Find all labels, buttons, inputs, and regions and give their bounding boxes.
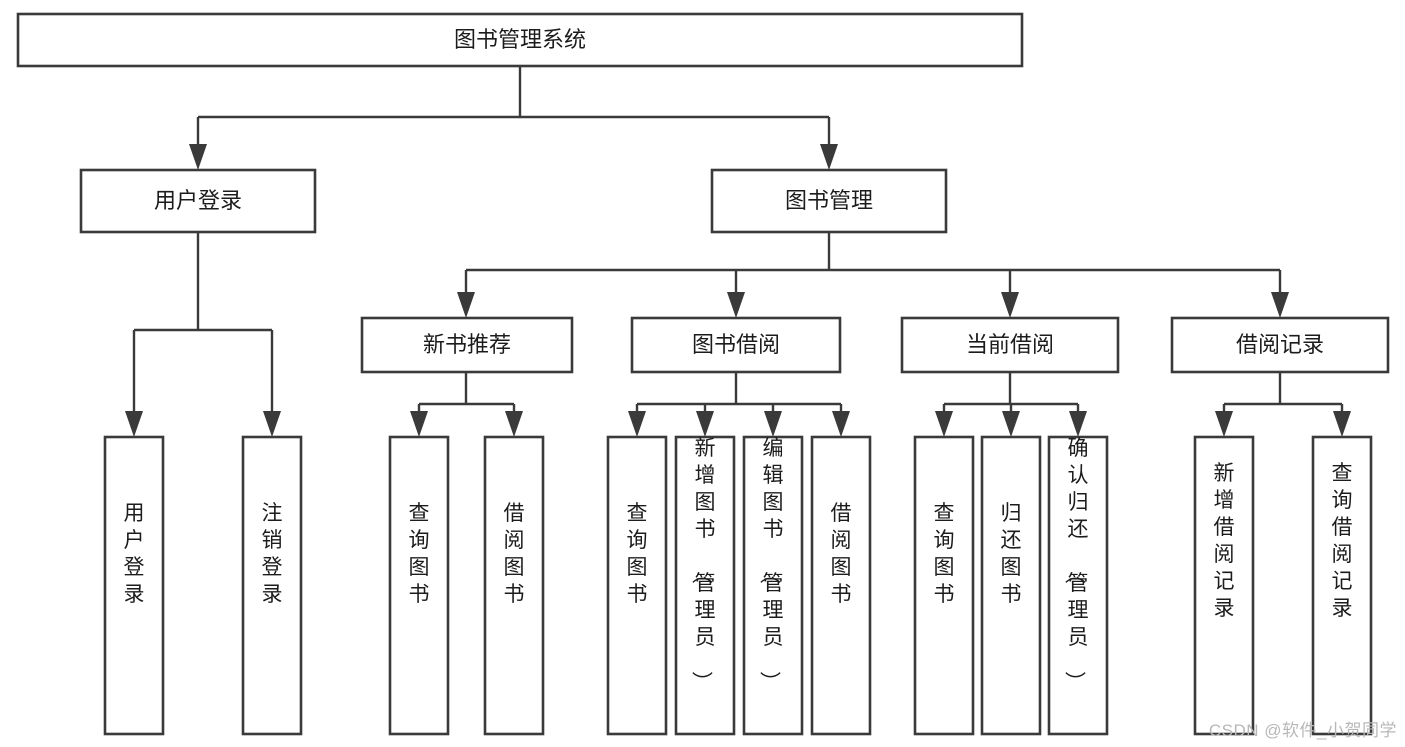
leaf-return-book-label: 归还图书 bbox=[1001, 502, 1022, 606]
arrow-to-user-login bbox=[189, 144, 207, 170]
arrow-to-leaf-logout-login bbox=[263, 411, 281, 437]
leaf-query-book-1[interactable]: 查询图书 bbox=[388, 435, 450, 736]
arrow-to-book-management bbox=[820, 144, 838, 170]
leaf-add-book[interactable]: 新增图书（管理员） bbox=[674, 435, 736, 736]
connectors-root-to-level1 bbox=[189, 66, 838, 170]
connectors-userlogin-to-leaves bbox=[125, 232, 281, 437]
arrow-to-borrow-record bbox=[1271, 292, 1289, 318]
connectors-bookmgmt-to-level2 bbox=[457, 232, 1289, 318]
leaf-borrow-book-2[interactable]: 借阅图书 bbox=[810, 435, 872, 736]
arrow-to-current-borrow bbox=[1001, 292, 1019, 318]
node-user-login-label: 用户登录 bbox=[154, 188, 242, 213]
arrow-to-leaf-add-record bbox=[1215, 411, 1233, 437]
leaf-borrow-book-1[interactable]: 借阅图书 bbox=[483, 435, 545, 736]
connectors-newbook-to-leaves bbox=[410, 372, 523, 437]
node-root-label: 图书管理系统 bbox=[454, 27, 586, 52]
leaf-add-book-label: 新增图书（管理员） bbox=[690, 437, 716, 692]
arrow-to-leaf-confirm-return bbox=[1069, 411, 1087, 437]
node-user-login[interactable]: 用户登录 bbox=[79, 168, 317, 234]
node-borrow-record-label: 借阅记录 bbox=[1236, 332, 1324, 357]
connectors-currentborrow-to-leaves bbox=[935, 372, 1087, 437]
leaf-query-book-2-label: 查询图书 bbox=[627, 502, 648, 606]
arrow-to-leaf-add-book bbox=[696, 411, 714, 437]
leaf-query-record-label: 查询借阅记录 bbox=[1332, 462, 1353, 620]
node-new-book-recommend[interactable]: 新书推荐 bbox=[360, 316, 574, 374]
leaf-query-book-2[interactable]: 查询图书 bbox=[606, 435, 668, 736]
connectors-borrowrecord-to-leaves bbox=[1215, 372, 1351, 437]
arrow-to-leaf-query-record bbox=[1333, 411, 1351, 437]
node-book-management-label: 图书管理 bbox=[785, 188, 873, 213]
leaf-logout-login-label: 注销登录 bbox=[262, 502, 283, 606]
leaf-user-login[interactable]: 用户登录 bbox=[103, 435, 165, 736]
arrow-to-leaf-query-book-3 bbox=[935, 411, 953, 437]
node-book-management[interactable]: 图书管理 bbox=[710, 168, 948, 234]
arrow-to-leaf-edit-book bbox=[764, 411, 782, 437]
leaf-user-login-label: 用户登录 bbox=[124, 502, 145, 606]
leaf-borrow-book-2-label: 借阅图书 bbox=[831, 502, 852, 606]
leaf-borrow-book-1-label: 借阅图书 bbox=[504, 502, 525, 606]
leaf-return-book[interactable]: 归还图书 bbox=[980, 435, 1042, 736]
node-borrow-record[interactable]: 借阅记录 bbox=[1170, 316, 1390, 374]
leaf-confirm-return-label: 确认归还（管理员） bbox=[1063, 437, 1089, 692]
leaf-query-book-1-label: 查询图书 bbox=[409, 502, 430, 606]
leaf-add-record-label: 新增借阅记录 bbox=[1214, 462, 1235, 620]
leaf-query-book-3-label: 查询图书 bbox=[934, 502, 955, 606]
node-book-borrow[interactable]: 图书借阅 bbox=[630, 316, 842, 374]
arrow-to-new-book-recommend bbox=[457, 292, 475, 318]
leaf-query-record[interactable]: 查询借阅记录 bbox=[1311, 435, 1373, 736]
connectors-bookborrow-to-leaves bbox=[628, 372, 850, 437]
node-current-borrow-label: 当前借阅 bbox=[966, 332, 1054, 357]
arrow-to-leaf-query-book-2 bbox=[628, 411, 646, 437]
arrow-to-leaf-borrow-book-2 bbox=[832, 411, 850, 437]
node-new-book-recommend-label: 新书推荐 bbox=[423, 332, 511, 357]
leaf-confirm-return[interactable]: 确认归还（管理员） bbox=[1047, 435, 1109, 736]
node-root-system[interactable]: 图书管理系统 bbox=[16, 12, 1024, 68]
node-current-borrow[interactable]: 当前借阅 bbox=[900, 316, 1120, 374]
leaf-edit-book[interactable]: 编辑图书（管理员） bbox=[742, 435, 804, 736]
arrow-to-leaf-query-book-1 bbox=[410, 411, 428, 437]
leaf-edit-book-label: 编辑图书（管理员） bbox=[758, 437, 784, 692]
arrow-to-book-borrow bbox=[727, 292, 745, 318]
leaf-query-book-3[interactable]: 查询图书 bbox=[913, 435, 975, 736]
arrow-to-leaf-borrow-book-1 bbox=[505, 411, 523, 437]
leaf-logout-login[interactable]: 注销登录 bbox=[241, 435, 303, 736]
arrow-to-leaf-user-login bbox=[125, 411, 143, 437]
leaf-add-record[interactable]: 新增借阅记录 bbox=[1193, 435, 1255, 736]
arrow-to-leaf-return-book bbox=[1002, 411, 1020, 437]
node-book-borrow-label: 图书借阅 bbox=[692, 332, 780, 357]
